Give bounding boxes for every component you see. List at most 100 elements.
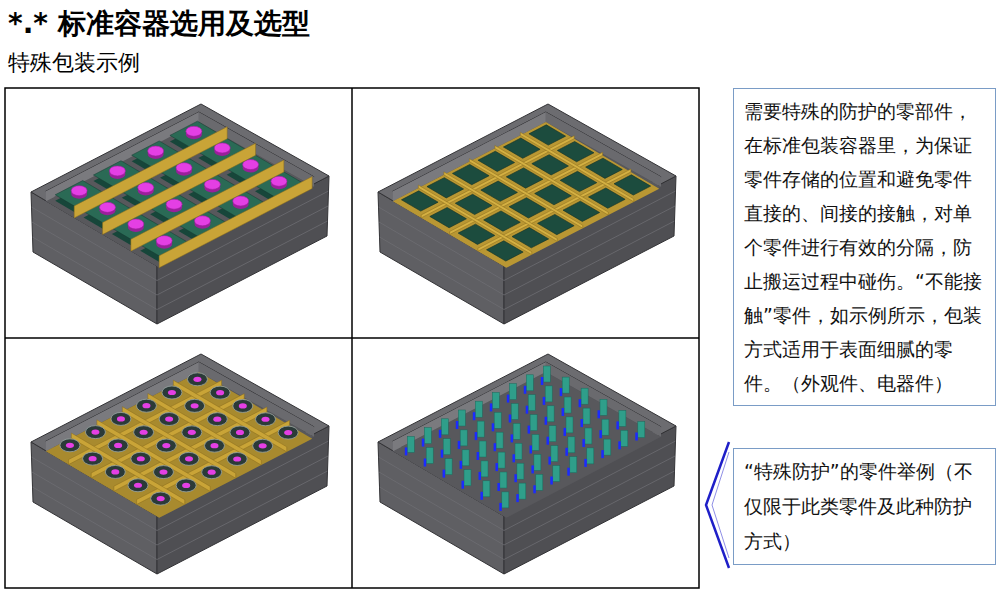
divider-grid [393,122,659,268]
part-pin [460,430,467,446]
part-disc [230,426,250,439]
part-cap [109,166,125,176]
divider-wall [173,380,286,452]
crate-floor [393,122,661,268]
pin-holder [530,446,533,454]
crate-floor [46,372,314,518]
grid-line [5,337,699,339]
crate-rib [380,221,675,310]
part-pin [619,410,626,426]
part-center [137,456,145,461]
part-center [233,456,241,461]
part-disc [202,466,222,479]
part-center [236,430,244,435]
pin-holder [443,470,446,478]
part-pin [536,474,543,490]
divider-wall [148,393,261,465]
divider-wall [444,172,557,242]
storage-crate [31,354,329,574]
pin-holder [473,412,476,420]
part-disc [204,439,224,452]
pin-holder [598,410,601,418]
part-disc [176,479,196,492]
pin-holder [541,377,544,385]
divider-wall [159,177,312,268]
pin-holder [584,459,587,467]
pin-holder [616,421,619,429]
crate-rim [378,104,676,266]
part-center [191,403,199,408]
pin-holder [567,468,570,476]
pin-holder [458,441,461,449]
part-center [111,469,119,474]
part-pin [517,463,524,479]
divider-wall [97,420,210,492]
part-pin [502,492,509,508]
pin-holder [499,503,502,511]
part-center [208,470,216,475]
pin-holder [618,441,621,449]
part-pin [534,454,541,470]
part-disc [153,466,173,479]
part-pin [424,428,431,444]
note-box: “特殊防护”的零件举例（不仅限于此类零件及此种防护方式） [733,448,996,565]
pin-holder [543,397,546,405]
part-center [157,496,165,501]
pin-holder [565,448,568,456]
pin-holder [548,457,551,465]
divider-wall [469,159,582,229]
crate-inner-wall [546,362,661,437]
part-center [185,456,193,461]
part-pin [551,446,558,462]
part-disc [108,439,128,452]
part-pin [604,439,611,455]
part-disc [156,439,176,452]
pin-holder [513,454,516,462]
part-center [261,417,269,422]
part-pin [458,410,465,426]
part-disc [278,426,298,439]
part-pin [553,466,560,482]
pin-holder [526,406,529,414]
pin-holder [480,492,483,500]
part-disc [210,386,230,399]
part-pin [519,483,526,499]
part-disc [159,413,179,426]
part-center [140,430,148,435]
part-pin [513,423,520,439]
section-heading: 特殊包装示例 [8,48,140,78]
pin-holder [496,463,499,471]
pin-holder [507,395,510,403]
part-disc [134,426,154,439]
part-pin [477,421,484,437]
part-cap [148,146,164,156]
part-disc [60,439,80,452]
part-center [114,443,122,448]
part-pin [492,392,499,408]
part-pin [562,377,569,393]
pin-holder [477,452,480,460]
part-pin [600,399,607,415]
part-pin [547,406,554,422]
part-pin [500,472,507,488]
storage-crate [378,354,676,574]
part-pin [581,388,588,404]
part-center [162,443,170,448]
part-center [188,430,196,435]
part-center [210,443,218,448]
page-title: *.* 标准容器选用及选型 [8,6,310,42]
note-text: 需要特殊的防护的零部件，在标准包装容器里，为保证零件存储的位置和避免零件直接的、… [744,94,985,400]
divider-wall [418,185,531,255]
part-disc [162,386,182,399]
note-box: 需要特殊的防护的零部件，在标准包装容器里，为保证零件存储的位置和避免零件直接的、… [733,88,996,406]
part-pin [483,481,490,497]
part-center [89,456,97,461]
part-pin [585,428,592,444]
divider-grid [46,372,312,518]
part-pin [443,439,450,455]
part-center [239,403,247,408]
crate-rim [31,104,329,266]
part-disc [151,492,171,505]
part-center [216,390,224,395]
part-pin [570,457,577,473]
